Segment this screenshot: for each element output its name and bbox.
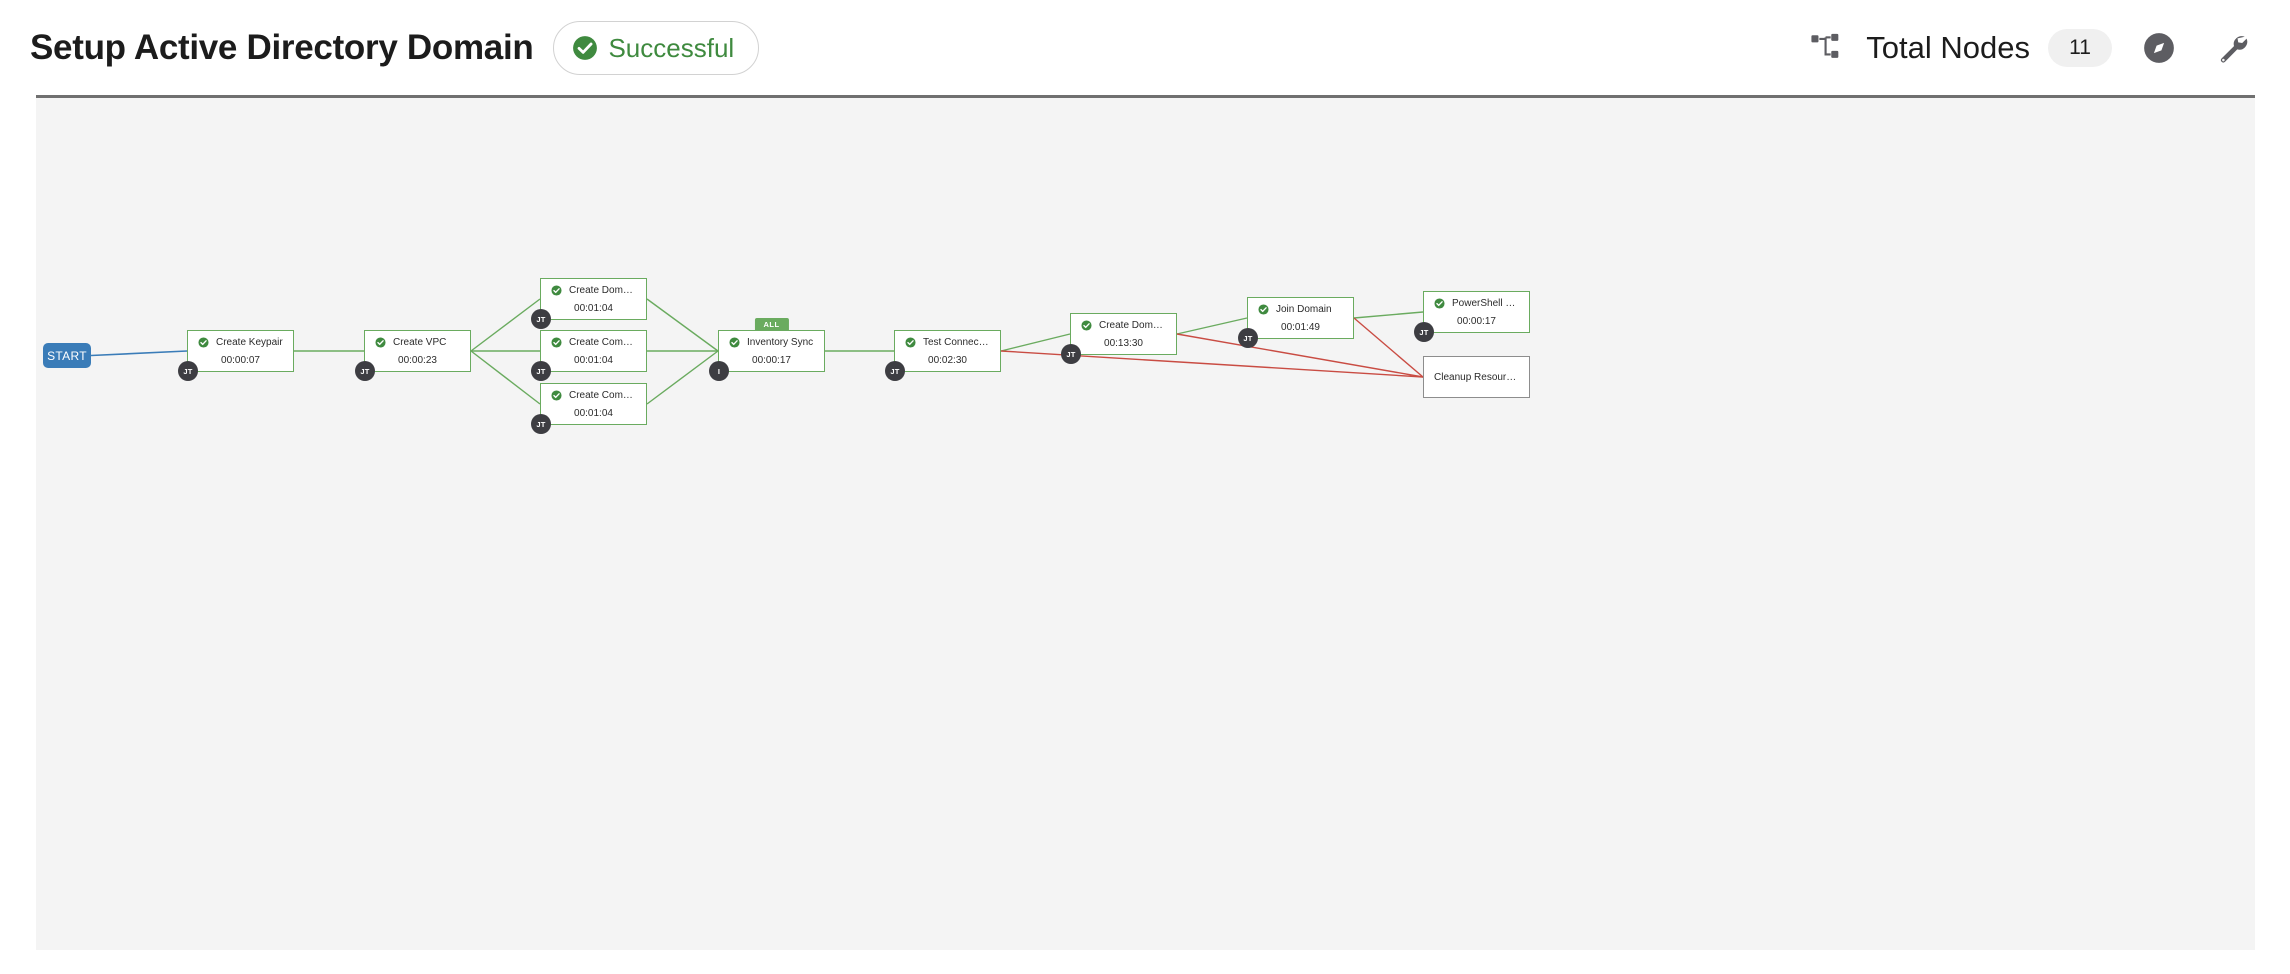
node-type-badge: JT (531, 414, 551, 434)
total-nodes-count: 11 (2048, 29, 2112, 67)
start-node-label: START (47, 348, 87, 363)
node-title: Create Domain Contr... (569, 284, 636, 296)
workflow-edge-create-vpc-to-create-computer-2 (470, 350, 541, 405)
workflow-edge-create-computer-2-to-inventory-sync (646, 350, 719, 405)
node-type-badge: I (709, 361, 729, 381)
node-title: Test Connectivity (923, 336, 990, 348)
header-toolbar: Total Nodes 11 (1810, 29, 2250, 67)
page-header: Setup Active Directory Domain Successful… (0, 0, 2290, 96)
node-title: Create Keypair (216, 336, 283, 348)
node-title: Create VPC (393, 336, 447, 348)
node-title: Create Computer (2) (569, 389, 636, 401)
workflow-edge-create-domain-controller-to-inventory-sync (646, 298, 719, 352)
hierarchy-icon[interactable] (1810, 31, 1844, 65)
node-type-badge: JT (1061, 344, 1081, 364)
node-elapsed-time: 00:01:49 (1281, 321, 1320, 333)
node-title-row: Create VPC (365, 337, 470, 348)
node-status-check-icon (375, 336, 386, 348)
node-status-check-icon (551, 389, 562, 401)
node-status-check-icon (551, 336, 562, 348)
workflow-edge-join-domain-to-cleanup-resources (1353, 317, 1424, 378)
node-title: Create Computer (1) (569, 336, 636, 348)
node-elapsed-time: 00:13:30 (1104, 337, 1143, 349)
node-elapsed-time: 00:00:07 (221, 354, 260, 366)
workflow-edge-create-domain-to-cleanup-resources (1176, 333, 1424, 378)
node-type-badge: JT (1414, 322, 1434, 342)
node-title-row: Test Connectivity (895, 337, 1000, 348)
node-type-badge: JT (531, 361, 551, 381)
node-elapsed-time: 00:00:23 (398, 354, 437, 366)
status-badge: Successful (553, 21, 760, 75)
node-type-badge: JT (885, 361, 905, 381)
node-type-badge: JT (355, 361, 375, 381)
wrench-icon[interactable] (2216, 31, 2250, 65)
node-status-check-icon (905, 336, 916, 348)
node-status-check-icon (1258, 303, 1269, 315)
node-elapsed-time: 00:01:04 (574, 407, 613, 419)
check-circle-icon (573, 36, 598, 60)
node-elapsed-time: 00:01:04 (574, 302, 613, 314)
node-title-row: PowerShell Validation (1424, 298, 1529, 309)
node-title: Create Domain (1099, 319, 1166, 331)
node-status-check-icon (1081, 319, 1092, 331)
workflow-edge-join-domain-to-powershell-validation (1353, 311, 1424, 319)
node-title: PowerShell Validation (1452, 297, 1519, 309)
node-type-badge: JT (178, 361, 198, 381)
node-title: Cleanup Resources (1434, 371, 1519, 383)
node-type-badge: JT (531, 309, 551, 329)
node-status-check-icon (551, 284, 562, 296)
node-status-check-icon (1434, 297, 1445, 309)
node-title-row: Create Computer (1) (541, 337, 646, 348)
node-title: Join Domain (1276, 303, 1332, 315)
node-type-badge: JT (1238, 328, 1258, 348)
node-title-row: Create Computer (2) (541, 390, 646, 401)
workflow-edge-create-vpc-to-create-domain-controller (470, 298, 541, 352)
status-label: Successful (608, 32, 735, 63)
workflow-node-cleanup-resources[interactable]: Cleanup Resources (1423, 356, 1530, 398)
node-elapsed-time: 00:02:30 (928, 354, 967, 366)
node-title-row: Inventory Sync (719, 337, 824, 348)
total-nodes-label: Total Nodes (1866, 30, 2030, 65)
workflow-edges (90, 298, 1424, 405)
node-title-row: Cleanup Resources (1424, 372, 1529, 383)
compass-icon[interactable] (2142, 31, 2176, 65)
start-node[interactable]: START (43, 343, 91, 368)
node-tag: ALL (754, 318, 789, 331)
node-title-row: Join Domain (1248, 304, 1353, 315)
node-elapsed-time: 00:01:04 (574, 354, 613, 366)
node-status-check-icon (729, 336, 740, 348)
node-elapsed-time: 00:00:17 (752, 354, 791, 366)
workflow-edge-create-domain-to-join-domain (1176, 317, 1248, 335)
node-title-row: Create Domain (1071, 320, 1176, 331)
node-elapsed-time: 00:00:17 (1457, 315, 1496, 327)
node-status-check-icon (198, 336, 209, 348)
node-title-row: Create Keypair (188, 337, 293, 348)
page-title: Setup Active Directory Domain (30, 28, 534, 67)
node-title-row: Create Domain Contr... (541, 285, 646, 296)
workflow-edge-test-connectivity-to-create-domain (1000, 333, 1071, 352)
header-divider (36, 95, 2255, 98)
node-title: Inventory Sync (747, 336, 814, 348)
workflow-edge-start-to-create-keypair (90, 350, 188, 357)
